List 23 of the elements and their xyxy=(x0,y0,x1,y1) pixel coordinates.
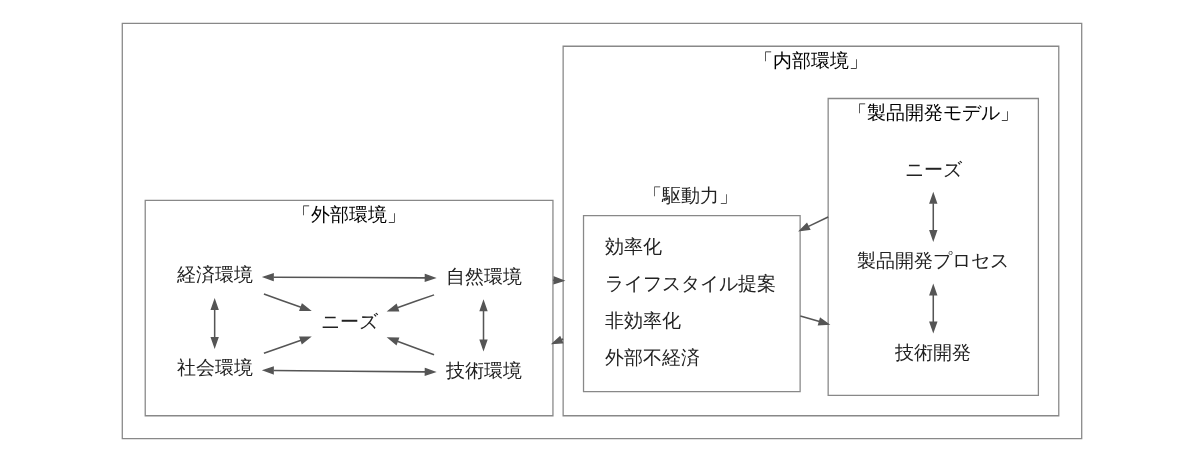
arrow xyxy=(929,283,938,334)
node-text: 自然環境 xyxy=(445,264,522,288)
arrow xyxy=(799,315,831,326)
arrow xyxy=(929,191,938,242)
arrow xyxy=(386,294,435,312)
arrow xyxy=(263,293,312,312)
arrow xyxy=(210,298,219,349)
arrow xyxy=(261,366,437,377)
node-text: 経済環境 xyxy=(176,263,253,287)
arrow xyxy=(261,272,437,283)
arrow xyxy=(263,336,312,354)
node-label: 「駆動力」 xyxy=(643,183,739,207)
cluster xyxy=(121,22,1083,440)
arrow xyxy=(479,299,488,352)
arrow xyxy=(798,216,829,232)
node-text: 社会環境 xyxy=(176,356,253,380)
node-text: 技術環境 xyxy=(445,358,522,382)
node-text: 技術開発 xyxy=(895,341,972,365)
node-text: ニーズ xyxy=(320,310,378,334)
arrow xyxy=(386,337,435,356)
node-text: 製品開発プロセス xyxy=(857,249,1010,273)
node-box: 効率化 ライフスタイル提案 非効率化 外部不経済 xyxy=(582,215,801,393)
node-text: ニーズ xyxy=(904,157,962,181)
